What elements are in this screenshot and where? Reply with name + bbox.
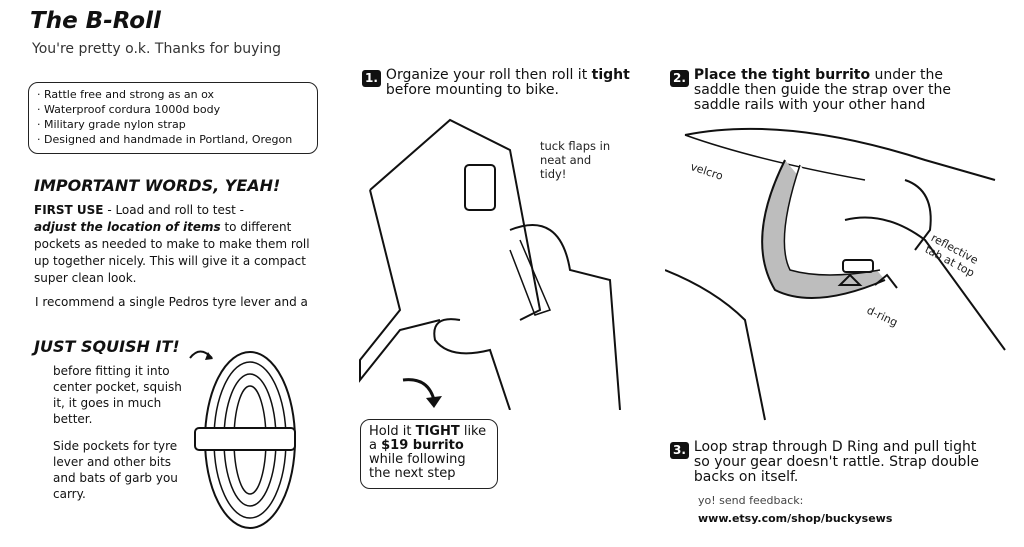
- callout-text: Hold it: [369, 424, 416, 439]
- feature-item: · Designed and handmade in Portland, Ore…: [37, 133, 293, 146]
- step-2-text: under the saddle then guide the strap ov…: [693, 67, 951, 113]
- features-box: · Rattle free and strong as an ox · Wate…: [28, 82, 318, 154]
- step-1: 1.Organize your roll then roll it tight b…: [362, 68, 630, 98]
- step-3-number: 3.: [670, 442, 689, 459]
- squish-text: before fitting it into center pocket, sq…: [53, 364, 182, 426]
- step-1-number: 1.: [362, 70, 381, 87]
- squish-heading: JUST SQUISH IT!: [34, 337, 180, 356]
- step-3-text: Loop strap through D Ring and pull tight…: [693, 439, 979, 485]
- step-1-bold: tight: [591, 67, 630, 83]
- callout-text: while following the next step: [369, 452, 466, 481]
- curved-arrow-icon: [402, 378, 442, 408]
- feature-item: · Waterproof cordura 1000d body: [37, 103, 221, 116]
- step-1-text: Organize your roll then roll it: [385, 67, 592, 83]
- roll-illustration: [359, 118, 621, 410]
- recommend-text: I recommend a single Pedros tyre lever a…: [35, 295, 308, 309]
- callout-bold: $19 burrito: [381, 438, 464, 453]
- first-use-label: FIRST USE: [34, 203, 104, 217]
- step-2-number: 2.: [670, 70, 689, 87]
- callout-text: like a: [369, 424, 487, 453]
- feature-item: · Rattle free and strong as an ox: [37, 88, 215, 101]
- tuck-note: tuck flaps in neat and tidy!: [540, 139, 611, 181]
- step-1-text2: before mounting to bike.: [385, 82, 559, 98]
- feedback-link[interactable]: www.etsy.com/shop/buckysews: [698, 512, 893, 525]
- first-use-paragraph: FIRST USE - Load and roll to test - adju…: [34, 202, 314, 287]
- burrito-callout: Hold it TIGHT like a $19 burrito while f…: [360, 419, 498, 489]
- first-use-text: - Load and roll to test -: [103, 203, 244, 217]
- adjust-text: to different pockets as needed to make t…: [34, 220, 310, 285]
- callout-bold: TIGHT: [415, 424, 460, 439]
- step-2: 2.Place the tight burrito under the sadd…: [670, 68, 1000, 113]
- page-title: The B-Roll: [30, 8, 161, 34]
- feature-item: · Military grade nylon strap: [37, 118, 186, 131]
- important-heading: IMPORTANT WORDS, YEAH!: [34, 176, 281, 195]
- saddle-illustration: [665, 127, 1006, 421]
- side-pocket-text: Side pockets for tyre lever and other bi…: [53, 439, 178, 501]
- step-3: 3.Loop strap through D Ring and pull tig…: [670, 440, 1000, 485]
- feedback-label: yo! send feedback:: [698, 494, 804, 507]
- adjust-emphasis: adjust the location of items: [34, 220, 221, 234]
- page-subtitle: You're pretty o.k. Thanks for buying: [32, 41, 282, 57]
- tube-illustration: [189, 350, 296, 529]
- step-2-bold: Place the tight burrito: [693, 67, 871, 83]
